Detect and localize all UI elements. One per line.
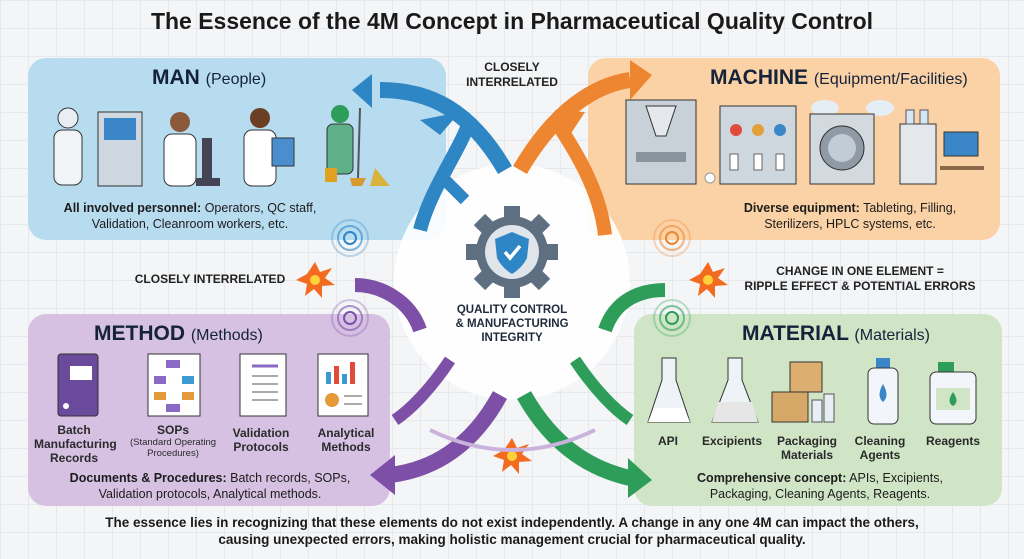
ripple-icon-material xyxy=(653,299,691,337)
material-item-label: Packaging Materials xyxy=(776,434,838,462)
api-flask-icon xyxy=(647,357,691,423)
orange-arrowhead xyxy=(630,60,652,100)
blue-arrow-3 xyxy=(435,170,470,205)
method-item-label: Batch Manufacturing Records xyxy=(34,423,117,465)
qc-staff-icon xyxy=(163,112,220,187)
green-arrow-2 xyxy=(598,283,666,333)
man-heading: MAN (People) xyxy=(152,66,267,89)
cleanroom-worker-icon xyxy=(325,105,390,186)
blue-arrowhead-2 xyxy=(420,112,460,135)
cleaning-agent-bottle-icon xyxy=(867,358,899,425)
machine-description: Diverse equipment: Tableting, Filling,St… xyxy=(743,201,957,231)
hplc-system-icon xyxy=(899,109,984,185)
method-item-label: SOPs(Standard Operating Procedures) xyxy=(129,423,217,459)
footer-summary: The essence lies in recognizing that the… xyxy=(105,515,919,547)
packaging-boxes-icon xyxy=(771,361,835,423)
callout-right: CHANGE IN ONE ELEMENT =RIPPLE EFFECT & P… xyxy=(744,264,976,293)
purple-arrow-3 xyxy=(391,356,455,425)
notebook-icon xyxy=(239,353,287,417)
material-item-label: Excipients xyxy=(701,434,763,448)
personnel-illustrations xyxy=(53,105,390,187)
ripple-icon-man xyxy=(331,219,369,257)
excipients-flask-icon xyxy=(711,357,759,423)
method-heading: METHOD (Methods) xyxy=(94,322,263,345)
green-arrow xyxy=(517,391,632,486)
material-item-label: API xyxy=(657,434,678,448)
method-description: Documents & Procedures: Batch records, S… xyxy=(69,471,351,501)
validation-staff-icon xyxy=(243,108,295,187)
machine-heading: MACHINE (Equipment/Facilities) xyxy=(710,66,968,89)
blue-arrow xyxy=(379,82,512,175)
burst-icon-bottom xyxy=(493,438,532,474)
method-item-label: Validation Protocols xyxy=(232,426,290,454)
ripple-icon-machine xyxy=(653,219,691,257)
tableting-machine-icon xyxy=(625,99,716,185)
material-heading: MATERIAL (Materials) xyxy=(742,322,930,345)
material-item-label: Reagents xyxy=(925,434,981,448)
method-illustrations xyxy=(57,353,369,417)
callout-left: CLOSELY INTERRELATED xyxy=(134,272,286,286)
interrelation-arc xyxy=(429,428,596,452)
blue-arrowhead xyxy=(352,74,372,108)
ripple-icon-method xyxy=(331,299,369,337)
material-item-label: Cleaning Agents xyxy=(854,434,906,462)
equipment-illustrations xyxy=(625,99,984,185)
gear-shield-icon xyxy=(466,206,558,298)
material-description: Comprehensive concept: APIs, Excipients,… xyxy=(697,471,943,501)
man-description: All involved personnel: Operators, QC st… xyxy=(63,201,317,231)
flowchart-icon xyxy=(147,353,201,417)
method-item-label: Analytical Methods xyxy=(317,426,375,454)
purple-arrow-2 xyxy=(354,278,427,333)
page-title: The Essence of the 4M Concept in Pharmac… xyxy=(150,8,874,34)
green-arrow-3 xyxy=(570,356,634,425)
orange-arrow xyxy=(513,72,632,175)
analytics-report-icon xyxy=(317,353,369,417)
operator-icon xyxy=(53,107,143,187)
filling-machine-icon xyxy=(719,105,797,185)
orange-arrow-2 xyxy=(549,116,612,236)
material-illustrations xyxy=(647,357,977,425)
sterilizer-icon xyxy=(809,100,894,185)
burst-icon-left xyxy=(296,262,335,298)
blue-arrow-2 xyxy=(413,117,477,232)
burst-icon-right xyxy=(689,262,728,298)
purple-arrow xyxy=(388,391,508,483)
reagents-jug-icon xyxy=(929,362,977,425)
green-arrowhead xyxy=(628,458,652,498)
orange-arrowhead-2 xyxy=(555,110,585,135)
purple-arrowhead xyxy=(370,455,395,495)
binder-icon xyxy=(57,353,99,417)
